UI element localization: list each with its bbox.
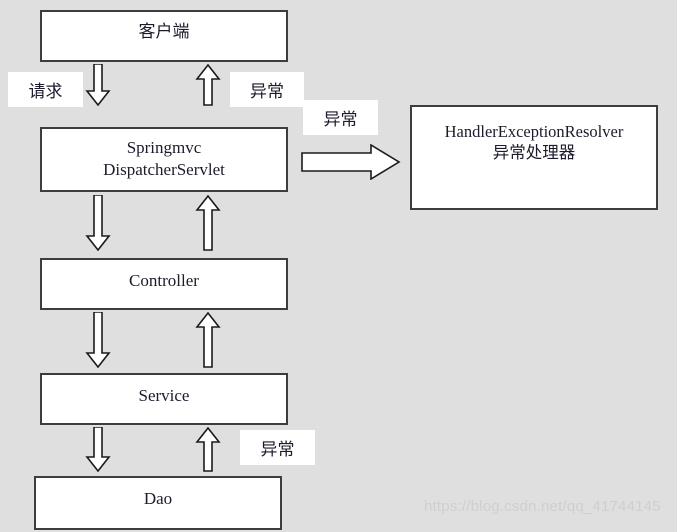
node-service: Service bbox=[40, 373, 288, 425]
arrow-down-controller-to-service bbox=[84, 312, 112, 368]
node-dao-label: Dao bbox=[143, 489, 173, 508]
label-exception-from-dao-text: 异常 bbox=[260, 440, 295, 459]
node-handler-exception-resolver: HandlerExceptionResolver 异常处理器 bbox=[410, 105, 658, 210]
node-client: 客户端 bbox=[40, 10, 288, 62]
arrow-up-dao-to-service bbox=[194, 427, 222, 472]
label-request-text: 请求 bbox=[28, 82, 63, 101]
label-exception-to-client: 异常 bbox=[230, 72, 304, 107]
node-dispatcher-servlet-label: Springmvc DispatcherServlet bbox=[103, 138, 225, 180]
node-controller: Controller bbox=[40, 258, 288, 310]
label-exception-to-client-text: 异常 bbox=[250, 82, 284, 101]
arrow-down-dispatcher-to-controller bbox=[84, 195, 112, 251]
arrow-down-service-to-dao bbox=[84, 427, 112, 472]
label-request: 请求 bbox=[8, 72, 83, 107]
arrow-down-client-to-dispatcher bbox=[84, 64, 112, 106]
label-exception-to-resolver: 异常 bbox=[303, 100, 378, 135]
node-dispatcher-servlet: Springmvc DispatcherServlet bbox=[40, 127, 288, 192]
node-dao: Dao bbox=[34, 476, 282, 530]
arrow-right-dispatcher-to-resolver bbox=[301, 144, 401, 180]
arrow-up-service-to-controller bbox=[194, 312, 222, 368]
arrow-up-dispatcher-to-client bbox=[194, 64, 222, 106]
watermark: https://blog.csdn.net/qq_41744145 bbox=[424, 498, 661, 515]
node-controller-label: Controller bbox=[129, 271, 199, 290]
label-exception-from-dao: 异常 bbox=[240, 430, 315, 465]
node-service-label: Service bbox=[138, 386, 190, 405]
node-handler-exception-resolver-label: HandlerExceptionResolver 异常处理器 bbox=[444, 122, 624, 163]
label-exception-to-resolver-text: 异常 bbox=[323, 110, 358, 129]
node-client-label: 客户端 bbox=[138, 22, 190, 41]
arrow-up-controller-to-dispatcher bbox=[194, 195, 222, 251]
